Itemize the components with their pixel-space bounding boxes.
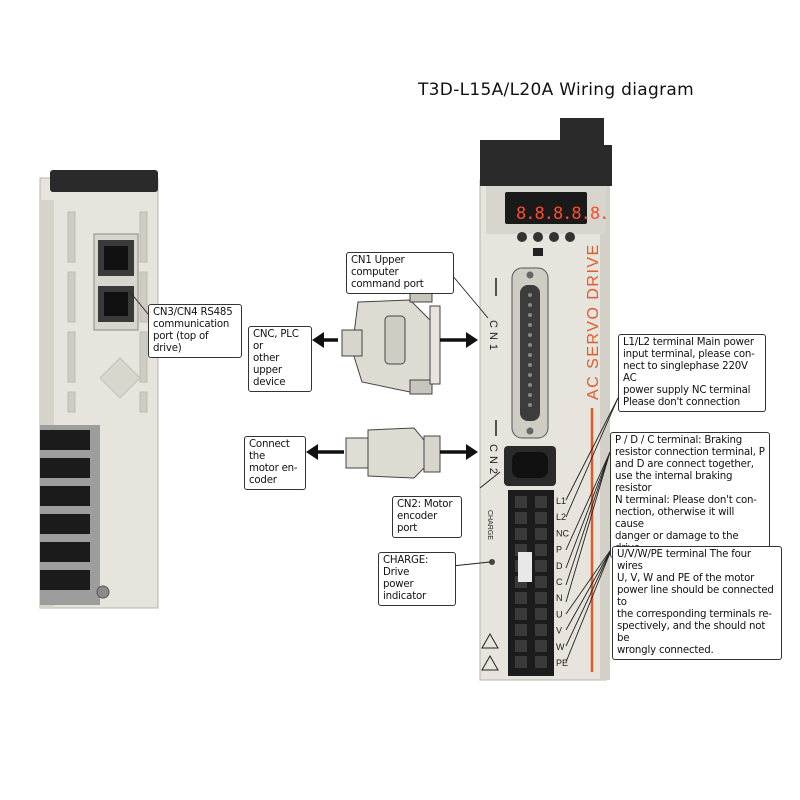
brand-text: AC SERVO DRIVE <box>585 243 602 400</box>
terminal-label-v: V <box>556 626 562 636</box>
callout-l1-l2-terminal: L1/L2 terminal Main power input terminal… <box>618 334 766 412</box>
drive-side-view <box>39 170 159 609</box>
terminal-label-u: U <box>556 609 563 619</box>
terminal-label-d: D <box>556 561 563 571</box>
terminal-label-p: P <box>556 545 562 555</box>
terminal-label-pe: PE <box>556 658 568 668</box>
db25-plug-icon <box>341 287 441 395</box>
callout-upper-device: CNC, PLC or other upper device <box>248 326 312 392</box>
rj45-port-icon <box>98 240 134 322</box>
terminal-label-l1: L1 <box>556 496 566 506</box>
warning-icon <box>481 632 499 649</box>
screw-icon <box>96 585 110 599</box>
callout-motor-encoder: Connect the motor en- coder <box>244 436 306 490</box>
callout-charge-indicator: CHARGE: Drive power indicator <box>378 552 456 606</box>
terminal-label-w: W <box>556 642 565 652</box>
cn2-label: CN2 <box>487 444 499 478</box>
callout-cn1-port: CN1 Upper computer command port <box>346 252 454 294</box>
charge-label: CHARGE <box>486 510 493 540</box>
terminal-label-l2: L2 <box>556 512 566 522</box>
power-terminal-block <box>508 490 554 676</box>
callout-cn2-port: CN2: Motor encoder port <box>392 496 462 538</box>
connection-arrows <box>306 332 478 460</box>
terminal-label-c: C <box>556 577 563 587</box>
callout-uvw-pe-terminal: U/V/W/PE terminal The four wires U, V, W… <box>612 546 782 660</box>
encoder-plug-icon <box>345 427 441 479</box>
hot-surface-icon <box>481 654 499 671</box>
led-display <box>505 192 587 224</box>
terminal-label-nc: NC <box>556 528 569 538</box>
cn1-label: CN1 <box>487 320 499 354</box>
display-digits: 8.8.8.8.8. <box>516 204 608 224</box>
terminal-label-n: N <box>556 593 563 603</box>
callout-pdc-terminal: P / D / C terminal: Braking resistor con… <box>610 432 770 558</box>
diagram-title: T3D-L15A/L20A Wiring diagram <box>418 80 694 100</box>
callout-cn3-cn4-rs485: CN3/CN4 RS485 communication port (top of… <box>148 304 242 358</box>
callout-leaders <box>129 274 619 663</box>
keypad <box>517 232 575 242</box>
charge-led-icon <box>489 559 495 565</box>
